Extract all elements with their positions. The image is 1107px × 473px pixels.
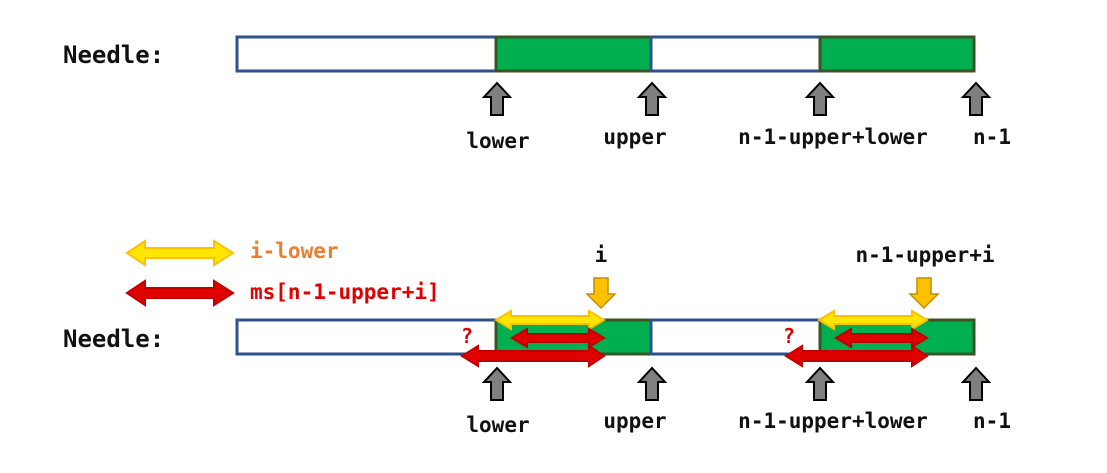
marker-lower: lower (466, 413, 529, 437)
segment-suffix (818, 35, 976, 73)
i-lower-arrow-left (494, 309, 606, 331)
legend-ms: ms[n-1-upper+i] (250, 280, 440, 304)
ms-long-arrow-right (784, 344, 929, 368)
up-arrow-icon (962, 367, 990, 401)
pointer-i-label: i (595, 243, 608, 267)
legend-yellow-arrow-icon (125, 239, 235, 267)
up-arrow-icon (483, 367, 511, 401)
segment-middle (649, 35, 822, 73)
legend-red-arrow-icon (125, 279, 235, 307)
ms-long-arrow-left (460, 344, 606, 368)
up-arrow-icon (806, 82, 834, 116)
marker-upper: upper (603, 409, 666, 433)
bottom-needle-label: Needle: (63, 325, 164, 353)
legend: i-lower ms[n-1-upper+i] (125, 239, 440, 307)
ms-short-arrow-right (834, 327, 929, 349)
question-mark-right: ? (783, 324, 795, 348)
ms-short-arrow-left (510, 327, 606, 349)
segment-prefix (235, 318, 498, 356)
question-mark-left: ? (461, 324, 473, 348)
segment-prefix (235, 35, 498, 73)
marker-n1: n-1 (973, 125, 1011, 149)
bottom-diagram: Needle: i n-1-upper+i ? (63, 243, 1011, 437)
top-diagram: Needle: lower upper n-1-upper+lower n-1 (63, 35, 1011, 153)
marker-lower: lower (466, 129, 529, 153)
segment-lower-upper (494, 35, 653, 73)
marker-n1-upper-lower: n-1-upper+lower (738, 125, 928, 149)
up-arrow-icon (962, 82, 990, 116)
pointer-n1-upper-i-label: n-1-upper+i (855, 243, 994, 267)
top-needle-bar (235, 35, 976, 73)
up-arrow-icon (638, 82, 666, 116)
top-needle-label: Needle: (63, 41, 164, 69)
segment-middle (649, 318, 822, 356)
down-arrow-icon (909, 277, 939, 309)
i-lower-arrow-right (817, 309, 929, 331)
marker-upper: upper (603, 125, 666, 149)
marker-n1: n-1 (973, 409, 1011, 433)
legend-i-lower: i-lower (250, 239, 339, 263)
down-arrow-icon (586, 277, 616, 309)
up-arrow-icon (638, 367, 666, 401)
up-arrow-icon (806, 367, 834, 401)
up-arrow-icon (483, 82, 511, 116)
marker-n1-upper-lower: n-1-upper+lower (738, 409, 928, 433)
